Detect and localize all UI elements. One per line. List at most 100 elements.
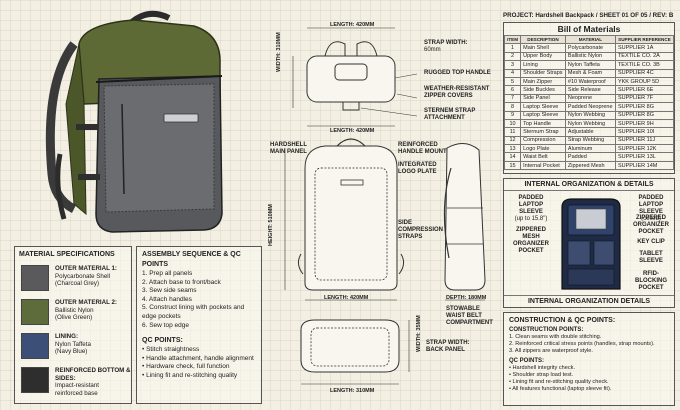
bom-cell: SUPPLIER 13L <box>614 152 675 162</box>
material-swatch <box>21 333 49 359</box>
bom-cell: SUPPLIER 14M <box>614 160 675 171</box>
bottom-view-outline <box>300 319 400 373</box>
hardshell-inset <box>103 83 215 213</box>
bom-cell: SUPPLIER 8G <box>614 110 675 120</box>
materials-title: MATERIAL SPECIFICATIONS <box>19 251 115 258</box>
technical-views <box>284 27 486 385</box>
material-line: Ballistic Nylon <box>55 306 94 314</box>
internal-title: INTERNAL ORGANIZATION & DETAILS <box>504 179 674 191</box>
bom-cell: SUPPLIER 12K <box>614 144 675 154</box>
bom-cell: Main Zipper <box>520 76 566 87</box>
leader-line <box>396 93 418 99</box>
bottom-width-label: WIDTH: 35mm <box>416 315 422 352</box>
logo-plate <box>163 113 199 123</box>
compression-strap <box>76 124 98 130</box>
list-item: • Shoulder strap load test. <box>509 372 574 378</box>
bom-cell: SUPPLIER 7F <box>614 93 675 104</box>
top-length-label: LENGTH: 420mm <box>330 22 375 28</box>
list-item: 5. Construct lining with pockets and <box>142 304 245 312</box>
bom-cell: 8 <box>503 102 522 112</box>
top-view-straps <box>324 41 378 57</box>
bom-cell: Lining <box>520 60 566 70</box>
bom-cell: 2 <box>503 51 522 62</box>
material-item: REINFORCED BOTTOM & SIDES:Impact-resista… <box>19 365 131 399</box>
construction-points-title: CONSTRUCTION POINTS: <box>509 327 584 333</box>
stowable-label: STOWABLE WAIST BELT COMPARTMENT <box>446 306 493 326</box>
bom-cell: Side Buckles <box>520 85 566 95</box>
material-line: Nylon Taffeta <box>55 340 91 348</box>
materials-list: OUTER MATERIAL 1:Polycarbonate Shell(Cha… <box>15 263 131 399</box>
list-item: • Lining fit and re-stitching quality <box>142 371 238 379</box>
laptop-icon <box>575 208 607 230</box>
mesh-pocket <box>567 240 591 266</box>
material-line: reinforced base <box>55 389 98 397</box>
bom-cell: Laptop Sleeve <box>520 110 566 120</box>
list-item: • Stitch straightness <box>142 346 200 354</box>
bom-cell: Strap Webbing <box>564 135 616 146</box>
bom-cell: Adjustable <box>564 127 616 137</box>
sternum-attach <box>342 101 360 111</box>
list-item: edge pockets <box>142 312 181 320</box>
side-shoulder-strap <box>443 167 452 259</box>
material-line: Impact-resistant <box>55 382 100 390</box>
bom-cell: Top Handle <box>520 118 566 129</box>
side-view-outline <box>444 143 486 291</box>
bom-cell: 9 <box>503 110 522 120</box>
bom-cell: SUPPLIER 10I <box>614 127 675 137</box>
bom-cell: Nylon Webbing <box>564 118 616 129</box>
tablet-label: TABLET SLEEVE <box>639 251 663 264</box>
padded-right-label: PADDED LAPTOP SLEEVE(celled) <box>638 195 664 222</box>
leader-line <box>394 73 418 79</box>
rfid-pocket <box>567 268 615 286</box>
bom-cell: Polycarbonate <box>564 43 616 53</box>
tablet-sleeve <box>593 240 615 266</box>
bom-cell: 7 <box>503 93 522 104</box>
bom-cell: Mesh & Foam <box>564 68 616 78</box>
bom-cell: SUPPLIER 8G <box>614 102 675 112</box>
list-item: 2. Reinforced critical stress points (ha… <box>509 341 655 347</box>
bom-cell: 14 <box>503 152 522 162</box>
strap-width-label: STRAP WIDTH:60mm <box>424 40 468 53</box>
front-logo-plate <box>340 179 364 186</box>
bom-cell: 3 <box>503 60 522 70</box>
list-item: 2. Attach base to front/back <box>142 278 221 286</box>
top-handle-drawing <box>334 63 368 81</box>
bom-cell: Aluminum <box>564 144 616 154</box>
bom-cell: 12 <box>503 135 522 146</box>
depth-label: DEPTH: 180mm <box>446 295 487 301</box>
bom-header-cell: ITEM <box>503 34 522 45</box>
bom-cell: Padded <box>564 152 616 162</box>
bom-cell: 1 <box>503 43 522 53</box>
bom-cell: Neoprene <box>564 93 616 104</box>
material-head: REINFORCED BOTTOM & SIDES: <box>55 367 131 382</box>
bom-cell: Logo Plate <box>520 144 566 154</box>
material-item: OUTER MATERIAL 2:Ballistic Nylon(Olive G… <box>19 297 127 331</box>
reinforced-handle-label: REINFORCED HANDLE MOUNT <box>398 142 447 155</box>
side-compression-label: SIDE COMPRESSION STRAPS <box>398 220 444 240</box>
rugged-top-label: RUGGED TOP HANDLE <box>424 70 491 76</box>
bom-cell: Side Release <box>564 85 616 95</box>
construction-title: CONSTRUCTION & QC POINTS: <box>509 317 616 324</box>
assembly-title: ASSEMBLY SEQUENCE & QC POINTS <box>142 251 241 268</box>
sternum-label: STERNEM STRAP ATTACHMENT <box>424 108 476 121</box>
mesh-label: ZIPPERED MESH ORGANIZER POCKET <box>513 227 549 254</box>
top-length-label-2: LENGTH: 420mm <box>330 128 375 134</box>
material-swatch <box>21 299 49 325</box>
bom-cell: Main Shell <box>520 43 566 53</box>
bom-cell: Nylon Webbing <box>564 110 616 120</box>
bom-cell: TEXTILE CO. 3B <box>614 60 675 70</box>
construction-points: 1. Clean seams with double stitching.2. … <box>509 334 669 355</box>
padded-left-label: PADDED LAPTOP SLEEVE(up to 15.8") <box>514 195 548 222</box>
rfid-label: RFID-BLOCKING POCKET <box>635 271 667 291</box>
material-item: LINING:Nylon Taffeta(Navy Blue) <box>19 331 127 365</box>
bom-cell: TEXTILE CO. 2A <box>614 51 675 62</box>
